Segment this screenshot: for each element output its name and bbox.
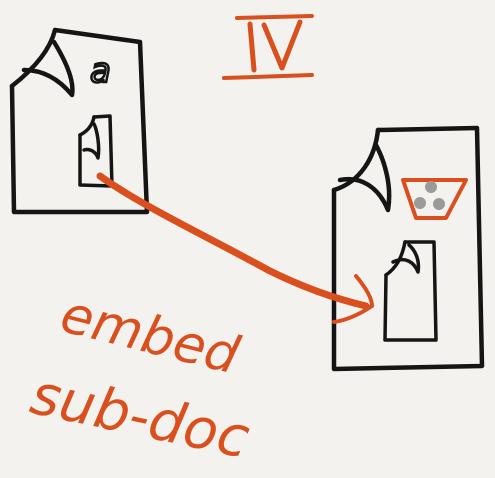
bowl-icon — [401, 178, 468, 220]
handwritten-label: embed sub-doc — [25, 284, 255, 471]
source-document — [9, 27, 150, 215]
embedded-subdoc-target — [383, 240, 438, 342]
grey-dot — [433, 198, 445, 210]
embedded-subdoc-icon — [78, 114, 114, 188]
grey-dot — [414, 197, 426, 209]
grey-dot — [425, 181, 437, 193]
target-document — [331, 125, 485, 372]
embed-arrow — [96, 172, 374, 324]
roman-numeral-marker — [222, 14, 314, 80]
corner-letter: a — [90, 51, 111, 91]
